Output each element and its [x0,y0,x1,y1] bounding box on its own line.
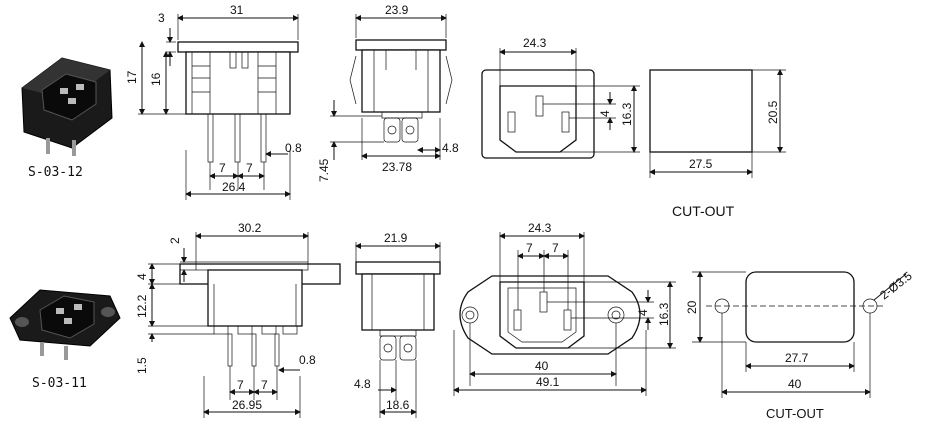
bottom-face-view [459,275,641,355]
dim-bottom-side-tab: 4.8 [354,377,371,391]
dim-bottom-step: 4 [135,273,149,280]
top-cutout-view [649,69,753,153]
dim-top-side-width: 23.9 [385,3,409,17]
dim-bottom-flange: 2 [168,237,182,244]
dim-top-face-gap: 4 [598,110,612,117]
top-cutout-dims: 20.5 27.5 [649,69,786,178]
dim-top-side-base: 23.78 [382,160,412,174]
dim-bottom-side-width: 21.9 [384,231,408,245]
dim-top-side-tab: 4.8 [442,141,459,155]
dim-top-body: 16 [149,72,163,86]
bottom-cutout-view [706,271,886,343]
dim-bottom-side-base: 18.6 [386,398,410,412]
product-photo-top [21,57,113,156]
dim-bottom-face-pitch-right: 7 [552,241,559,255]
dim-bottom-face-width: 24.3 [528,221,552,235]
bottom-front-dims: 30.2 2 4 12.2 1.5 7 7 0.8 26.95 [135,221,316,418]
dim-top-height: 17 [125,70,139,84]
product-photo-bottom [9,289,121,360]
dim-bottom-face-hole-span: 40 [535,359,549,373]
dim-top-side-depth: 7.45 [317,158,331,182]
bottom-front-view [179,261,341,367]
bottom-side-dims: 21.9 4.8 18.6 [354,231,441,418]
dim-bottom-pitch-right: 7 [261,378,268,392]
dim-bottom-pin-len: 1.5 [135,357,149,374]
dim-top-face-width: 24.3 [523,36,547,50]
top-face-dims: 24.3 4 16.3 [499,36,640,153]
bottom-side-view [355,261,441,361]
dim-bottom-face-gap: 4 [636,309,650,316]
dim-top-pitch-left: 7 [219,161,226,175]
dim-top-cutout-width: 27.5 [689,157,713,171]
dim-bottom-face-overall: 49.1 [536,375,560,389]
dim-bottom-pins-span: 26.95 [232,398,262,412]
dim-top-width: 31 [230,3,244,17]
caption-cutout-top: CUT-OUT [672,203,735,219]
caption-cutout-bottom: CUT-OUT [766,406,824,421]
dim-top-cutout-height: 20.5 [766,100,780,124]
dim-top-pins-span: 26.4 [222,180,246,194]
top-front-view [177,41,299,163]
dim-bottom-cutout-width: 27.7 [785,351,809,365]
bottom-face-dims: 24.3 7 7 4 16.3 40 49.1 [453,221,676,396]
dim-bottom-pitch-left: 7 [237,378,244,392]
dim-top-pin: 0.8 [285,141,302,155]
dim-bottom-cutout-hole-span: 40 [788,377,802,391]
dim-bottom-cutout-holes: 2-Ø3.5 [877,269,915,303]
dim-bottom-cutout-height: 20 [685,300,699,314]
dim-bottom-pin: 0.8 [299,353,316,367]
top-front-dims: 31 3 17 16 7 7 0.8 26.4 [125,3,302,200]
top-side-dims: 23.9 7.45 23.78 4.8 [317,3,459,182]
top-side-view [349,39,453,143]
dim-top-pitch-right: 7 [246,161,253,175]
dim-top-flange: 3 [158,11,165,25]
dim-bottom-face-pitch-left: 7 [526,241,533,255]
caption-model-top: S-03-12 [28,165,83,180]
dim-bottom-body: 12.2 [135,294,149,318]
dim-bottom-face-height: 16.3 [657,302,671,326]
dim-bottom-width: 30.2 [238,221,262,235]
caption-model-bottom: S-03-11 [32,376,87,391]
dim-top-face-height: 16.3 [620,102,634,126]
top-face-view [481,69,595,159]
